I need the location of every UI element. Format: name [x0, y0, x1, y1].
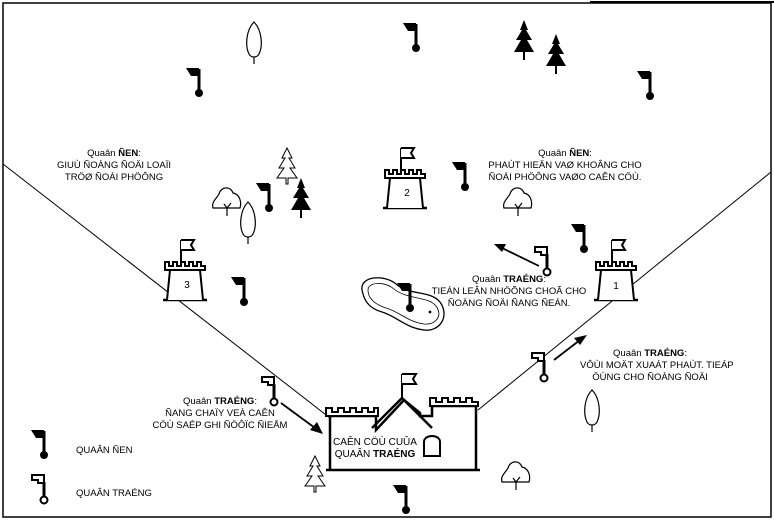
- tower-3-icon: [161, 238, 209, 302]
- label-line: ÑOÁI PHÖÔNG VAØO CAÊN CÖÙ.: [488, 172, 642, 183]
- colon: :: [543, 274, 546, 285]
- team-text: Quaân: [538, 148, 570, 159]
- label-top-left: Quaân ÑEN: GIUÙ ÑOÀNG ÑOÄI LOAÏI TRÖØ ÑO…: [44, 148, 184, 184]
- black-flag-icon: [229, 275, 250, 308]
- black-flag-icon: [569, 222, 590, 255]
- black-flag-icon: [635, 69, 656, 102]
- castle-icon: [325, 373, 480, 472]
- colon: :: [138, 148, 141, 159]
- pine-tree-icon: [291, 178, 311, 218]
- black-flag-icon: [254, 181, 275, 214]
- team-text: QUAÂN: [334, 449, 374, 460]
- poplar-tree-icon: [246, 21, 262, 65]
- label-base: CAÊN CÖÙ CUÛA QUAÂN TRAÉNG: [330, 437, 420, 461]
- round-tree-icon: [502, 187, 533, 217]
- label-line: GIUÙ ÑOÀNG ÑOÄI LOAÏI: [56, 160, 172, 171]
- label-line: CÖÙ SAÉP GHI ÑÖÔÏC ÑIEÅM: [152, 420, 288, 431]
- tower-2-number: 2: [404, 188, 410, 199]
- poplar-tree-icon: [584, 389, 600, 433]
- team-name: TRAÉNG: [503, 274, 544, 285]
- team-name: TRAÉNG: [214, 396, 255, 407]
- team-name: TRAÉNG: [373, 449, 416, 460]
- label-right-mid: Quaân TRAÉNG: VÔÙI MOÄT XUAÁT PHAÙT. TIE…: [580, 348, 734, 384]
- pine-tree-icon: [276, 147, 298, 185]
- team-text: Quaân: [87, 148, 119, 159]
- legend-white-flag-icon: [30, 473, 49, 505]
- left-field-line: [2, 163, 331, 419]
- team-text: Quaân: [613, 348, 645, 359]
- tower-3-number: 3: [184, 280, 190, 291]
- white-flag-icon: [533, 245, 552, 277]
- label-left-mid: Quaân TRAÉNG: ÑANG CHAÏY VEÀ CAÊN CÖÙ SA…: [150, 396, 290, 432]
- pine-tree-icon: [514, 20, 534, 60]
- black-flag-icon: [391, 483, 412, 516]
- white-flag-icon: [530, 351, 549, 383]
- poplar-tree-icon: [240, 201, 256, 245]
- colon: :: [684, 348, 687, 359]
- round-tree-icon: [211, 187, 242, 217]
- team-name: ÑEN: [118, 148, 139, 159]
- label-center: Quaân TRAÉNG: TIEÁN LEÂN NHÖÕNG CHOÃ CHO…: [424, 274, 594, 310]
- label-line: VÔÙI MOÄT XUAÁT PHAÙT. TIEÁP: [580, 360, 734, 371]
- label-top-right: Quaân ÑEN: PHAÙT HIEÄN VAØ KHOÂNG CHO ÑO…: [470, 148, 660, 184]
- pine-tree-icon: [546, 34, 566, 74]
- tower-1-number: 1: [613, 281, 619, 292]
- team-name: ÑEN: [569, 148, 590, 159]
- round-tree-icon: [500, 461, 531, 491]
- label-line: CAÊN CÖÙ CUÛA: [333, 437, 417, 448]
- team-name: TRAÉNG: [644, 348, 685, 359]
- black-flag-icon: [450, 160, 471, 193]
- colon: :: [254, 396, 257, 407]
- legend-black-label: QUAÂN ÑEN: [76, 445, 133, 456]
- arrow-icon: [494, 244, 540, 267]
- colon: :: [589, 148, 592, 159]
- label-line: TRÖØ ÑOÁI PHÖÔNG: [64, 172, 164, 183]
- label-line: ÑOÀNG ÑOÄI ÑANG ÑEÁN.: [447, 298, 571, 309]
- label-line: TIEÁN LEÂN NHÖÕNG CHOÃ CHO: [431, 286, 587, 297]
- pine-tree-icon: [304, 455, 326, 493]
- legend-black-flag-icon: [29, 428, 50, 461]
- arrow-icon: [553, 335, 587, 361]
- legend-white-label: QUAÂN TRAÉNG: [76, 488, 152, 499]
- arrow-icon: [280, 402, 323, 434]
- black-flag-icon: [401, 21, 422, 54]
- black-flag-icon: [184, 66, 205, 99]
- team-text: Quaân: [472, 274, 504, 285]
- tower-2-icon: [381, 146, 429, 210]
- team-text: Quaân: [183, 396, 215, 407]
- label-line: ÑANG CHAÏY VEÀ CAÊN: [165, 408, 275, 419]
- pond-icon: [361, 277, 445, 331]
- label-line: PHAÙT HIEÄN VAØ KHOÂNG CHO: [488, 160, 642, 171]
- label-line: ÖÙNG CHO ÑOÀNG ÑOÄI: [592, 372, 708, 383]
